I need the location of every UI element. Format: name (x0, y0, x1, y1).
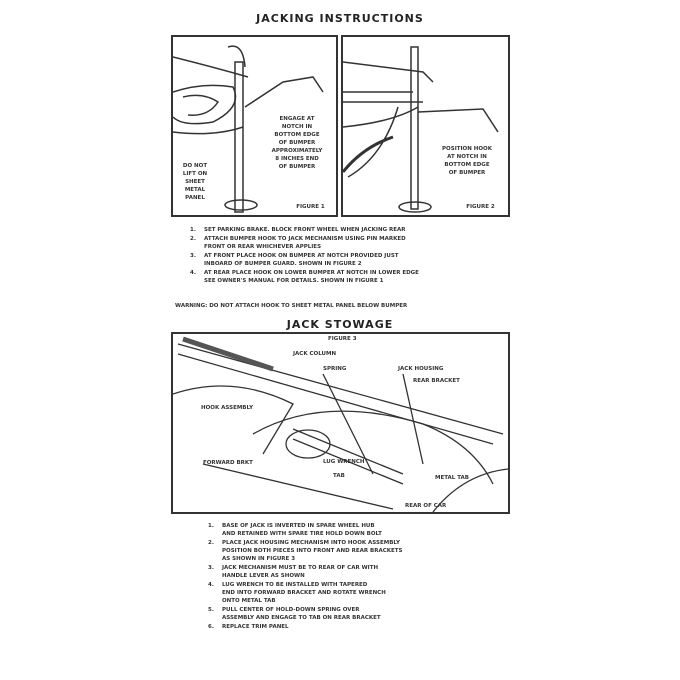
warning-note: DO NOT LIFT ON SHEET METAL PANEL (182, 163, 208, 201)
step-number: 3. (208, 565, 214, 571)
jacking-steps: 1. SET PARKING BRAKE. BLOCK FRONT WHEEL W… (190, 226, 510, 286)
stowage-steps: 1. BASE OF JACK IS INVERTED IN SPARE WHEE… (208, 522, 508, 632)
position-note: POSITION HOOK AT NOTCH IN BOTTOM EDGE OF… (442, 146, 492, 176)
step-number: 4. (190, 270, 196, 276)
page-title: JACKING INSTRUCTIONS (256, 12, 424, 25)
engage-note: ENGAGE AT NOTCH IN BOTTOM EDGE OF BUMPER… (271, 116, 323, 170)
stowage-step: 1. BASE OF JACK IS INVERTED IN SPARE WHEE… (208, 522, 508, 538)
stowage-step: 2. PLACE JACK HOUSING MECHANISM INTO HOOK… (208, 539, 508, 563)
step-text: PULL CENTER OF HOLD-DOWN SPRING OVER ASS… (222, 607, 381, 621)
tab-label: TAB (333, 473, 345, 479)
step-text: JACK MECHANISM MUST BE TO REAR OF CAR WI… (222, 565, 379, 579)
stowage-step: 5. PULL CENTER OF HOLD-DOWN SPRING OVER A… (208, 606, 508, 622)
jack-housing-label: JACK HOUSING (398, 366, 444, 372)
jack-stowage-drawing (173, 336, 508, 512)
jacking-step: 3. AT FRONT PLACE HOOK ON BUMPER AT NOTCH… (190, 252, 510, 268)
step-text: BASE OF JACK IS INVERTED IN SPARE WHEEL … (222, 523, 382, 537)
step-text: AT FRONT PLACE HOOK ON BUMPER AT NOTCH P… (204, 253, 399, 267)
step-text: LUG WRENCH TO BE INSTALLED WITH TAPERED … (222, 582, 386, 604)
rear-of-car-label: REAR OF CAR (405, 503, 447, 509)
jacking-step: 1. SET PARKING BRAKE. BLOCK FRONT WHEEL W… (190, 226, 510, 234)
jack-bumper-drawing (173, 45, 324, 213)
step-number: 2. (190, 236, 196, 242)
lug-wrench-label: LUG WRENCH (323, 459, 365, 465)
step-number: 1. (208, 523, 214, 529)
step-number: 6. (208, 624, 214, 630)
spring-label: SPRING (323, 366, 347, 372)
step-number: 4. (208, 582, 214, 588)
figure-3: FIGURE 3 JACK COLUMN SPRING JACK HOUSING… (171, 332, 510, 514)
step-text: AT REAR PLACE HOOK ON LOWER BUMPER AT NO… (204, 270, 419, 284)
step-number: 3. (190, 253, 196, 259)
figure-2-caption: FIGURE 2 (466, 204, 495, 210)
stowage-step: 3. JACK MECHANISM MUST BE TO REAR OF CAR … (208, 564, 508, 580)
metal-tab-label: METAL TAB (435, 475, 470, 481)
step-text: ATTACH BUMPER HOOK TO JACK MECHANISM USI… (204, 236, 406, 250)
stowage-step: 6. REPLACE TRIM PANEL (208, 623, 508, 631)
figure-2: POSITION HOOK AT NOTCH IN BOTTOM EDGE OF… (341, 35, 510, 217)
jack-column-label: JACK COLUMN (293, 351, 337, 357)
jacking-step: 2. ATTACH BUMPER HOOK TO JACK MECHANISM U… (190, 235, 510, 251)
hook-assembly-label: HOOK ASSEMBLY (201, 405, 254, 411)
step-number: 1. (190, 227, 196, 233)
figure-3-caption: FIGURE 3 (328, 336, 357, 342)
step-number: 2. (208, 540, 214, 546)
step-text: SET PARKING BRAKE. BLOCK FRONT WHEEL WHE… (204, 227, 406, 233)
figure-1: ENGAGE AT NOTCH IN BOTTOM EDGE OF BUMPER… (171, 35, 338, 217)
jack-front-bumper-drawing (343, 46, 499, 213)
stowage-title: JACK STOWAGE (286, 318, 394, 331)
stowage-step: 4. LUG WRENCH TO BE INSTALLED WITH TAPERE… (208, 581, 508, 605)
warning-text: WARNING: DO NOT ATTACH HOOK TO SHEET MET… (175, 303, 408, 309)
step-number: 5. (208, 607, 214, 613)
jacking-step: 4. AT REAR PLACE HOOK ON LOWER BUMPER AT … (190, 269, 510, 285)
rear-bracket-label: REAR BRACKET (413, 378, 460, 384)
step-text: PLACE JACK HOUSING MECHANISM INTO HOOK A… (222, 540, 403, 562)
forward-brkt-label: FORWARD BRKT (203, 460, 253, 466)
step-text: REPLACE TRIM PANEL (222, 624, 289, 630)
figure-1-caption: FIGURE 1 (296, 204, 325, 210)
